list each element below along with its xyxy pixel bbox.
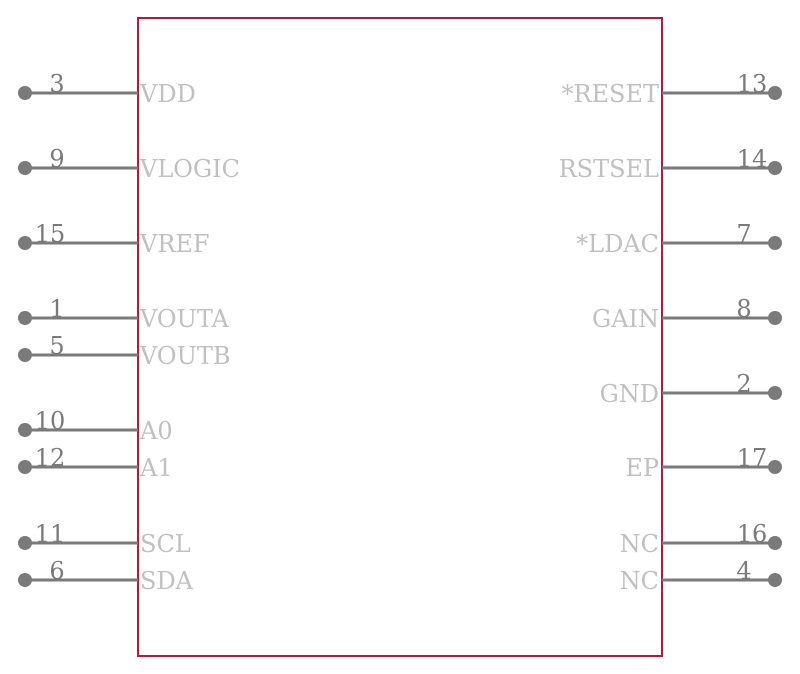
- pin-endpoint: [18, 423, 32, 437]
- pin-endpoint: [768, 386, 782, 400]
- pin-name: VOUTA: [139, 305, 230, 333]
- pin-endpoint: [18, 86, 32, 100]
- pin-11: 11 SCL: [18, 520, 191, 558]
- pin-number: 16: [737, 520, 768, 548]
- pin-endpoint: [768, 86, 782, 100]
- pin-2: 2 GND: [600, 370, 782, 408]
- pin-name: SCL: [140, 530, 191, 558]
- pin-number: 8: [736, 295, 751, 323]
- pin-name: SDA: [140, 567, 194, 595]
- pin-13: 13 *RESET: [561, 70, 782, 108]
- pin-name: GND: [600, 380, 659, 408]
- pin-number: 2: [736, 370, 751, 398]
- pin-number: 17: [737, 444, 768, 472]
- pin-name: A1: [139, 454, 173, 482]
- pin-number: 12: [35, 444, 66, 472]
- pin-number: 10: [35, 407, 66, 435]
- pin-1: 1 VOUTA: [18, 295, 230, 333]
- pin-endpoint: [768, 536, 782, 550]
- pin-name: NC: [620, 567, 659, 595]
- pin-endpoint: [18, 311, 32, 325]
- pin-endpoint: [768, 460, 782, 474]
- pin-name: RSTSEL: [559, 155, 659, 183]
- pin-16: 16 NC: [620, 520, 782, 558]
- pin-number: 15: [35, 220, 66, 248]
- pin-name: VDD: [139, 80, 196, 108]
- pin-number: 3: [49, 70, 64, 98]
- pin-name: *LDAC: [576, 230, 659, 258]
- pin-endpoint: [18, 536, 32, 550]
- pin-number: 1: [49, 295, 64, 323]
- pin-endpoint: [18, 236, 32, 250]
- pin-number: 5: [49, 332, 64, 360]
- pin-4: 4 NC: [620, 557, 782, 595]
- pin-endpoint: [18, 161, 32, 175]
- pin-number: 7: [736, 220, 751, 248]
- pin-6: 6 SDA: [18, 557, 194, 595]
- pin-name: VLOGIC: [139, 155, 240, 183]
- pin-5: 5 VOUTB: [18, 332, 230, 370]
- pin-number: 6: [49, 557, 64, 585]
- pin-name: VREF: [139, 230, 210, 258]
- pin-3: 3 VDD: [18, 70, 196, 108]
- pin-12: 12 A1: [18, 444, 173, 482]
- pin-name: NC: [620, 530, 659, 558]
- pin-name: VOUTB: [139, 342, 230, 370]
- pin-endpoint: [18, 573, 32, 587]
- pin-14: 14 RSTSEL: [559, 145, 782, 183]
- pin-endpoint: [768, 311, 782, 325]
- pin-number: 4: [736, 557, 751, 585]
- pin-endpoint: [768, 573, 782, 587]
- pin-9: 9 VLOGIC: [18, 145, 240, 183]
- pin-10: 10 A0: [18, 407, 173, 445]
- pin-endpoint: [18, 460, 32, 474]
- pin-endpoint: [18, 348, 32, 362]
- pin-number: 13: [737, 70, 768, 98]
- pin-endpoint: [768, 161, 782, 175]
- pin-17: 17 EP: [625, 444, 782, 482]
- pin-name: A0: [139, 417, 173, 445]
- pin-15: 15 VREF: [18, 220, 210, 258]
- pin-name: *RESET: [561, 80, 659, 108]
- pin-7: 7 *LDAC: [576, 220, 782, 258]
- component-body: [137, 17, 663, 657]
- pin-name: EP: [625, 454, 659, 482]
- pin-number: 9: [49, 145, 64, 173]
- pin-number: 14: [737, 145, 768, 173]
- pin-8: 8 GAIN: [592, 295, 782, 333]
- pin-number: 11: [35, 520, 66, 548]
- pin-name: GAIN: [592, 305, 659, 333]
- pin-endpoint: [768, 236, 782, 250]
